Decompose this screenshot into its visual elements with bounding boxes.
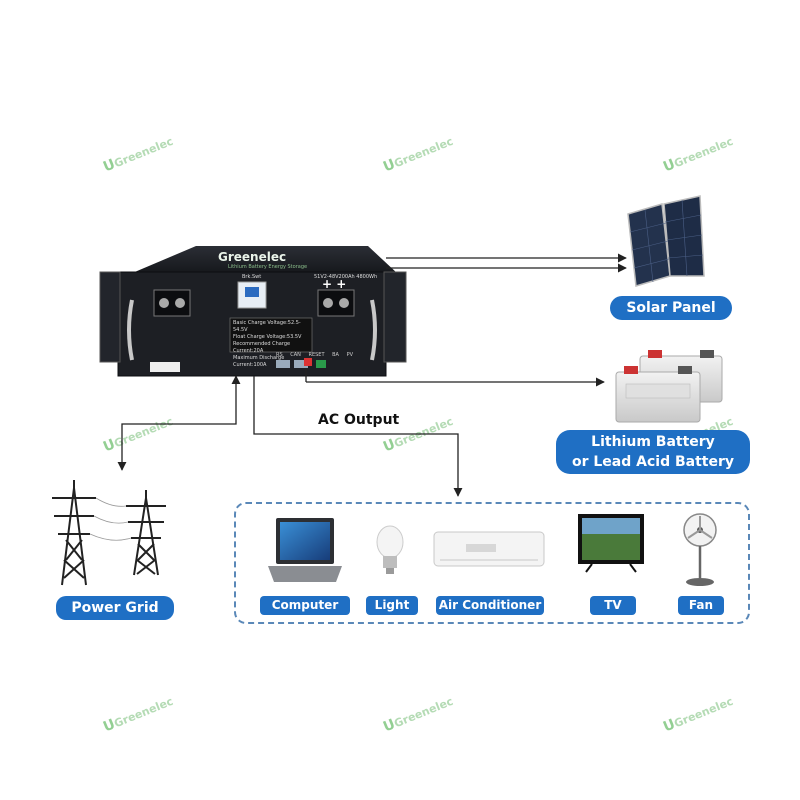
svg-text:+ +: + + bbox=[322, 277, 346, 291]
line-to-grid bbox=[117, 375, 241, 471]
device-top bbox=[130, 246, 398, 274]
switch-label: Brk.Swt bbox=[242, 274, 262, 280]
power-tower-icon bbox=[52, 480, 96, 586]
port-label: BA bbox=[332, 352, 339, 358]
handle-right bbox=[370, 299, 377, 361]
mounting-ear-right bbox=[383, 271, 407, 363]
ac-output-appliances bbox=[234, 502, 750, 624]
solar-panel-label: Solar Panel bbox=[610, 296, 732, 320]
port-ba bbox=[316, 360, 326, 368]
air-conditioner-icon bbox=[433, 531, 545, 567]
mounting-ear-left bbox=[99, 271, 121, 363]
power-grid-label: Power Grid bbox=[56, 596, 174, 620]
appliance-label-air-conditioner: Air Conditioner bbox=[436, 596, 544, 615]
spec-header: 51V2-48V200Ah 4800Wh bbox=[314, 274, 378, 280]
appliance-label-tv: TV bbox=[590, 596, 636, 615]
lead-acid-battery-image bbox=[615, 350, 723, 423]
port-label: CAN bbox=[290, 352, 301, 358]
fan-icon bbox=[683, 513, 717, 586]
serial-sticker bbox=[150, 362, 180, 372]
device-brand: Greenelec bbox=[218, 250, 287, 264]
spec-line: Float Charge Voltage:53.5V bbox=[233, 334, 302, 340]
laptop-icon bbox=[268, 518, 342, 582]
appliance-label-light: Light bbox=[366, 596, 418, 615]
port-labels: RS CAN RESET BA PV bbox=[276, 352, 353, 358]
reset-button bbox=[304, 358, 312, 366]
device-tagline: Lithium Battery Energy Storage bbox=[228, 264, 308, 270]
port-can bbox=[294, 360, 308, 368]
port-label: RESET bbox=[308, 352, 325, 358]
spec-line: Maximum Discharge Current:100A bbox=[233, 355, 285, 368]
solar-panel-image bbox=[627, 195, 705, 287]
spec-line: Basic Charge Voltage:52.5-54.5V bbox=[233, 320, 301, 333]
energy-storage-unit: + + bbox=[99, 246, 407, 377]
power-cables bbox=[89, 497, 132, 541]
spec-plate bbox=[229, 317, 313, 353]
port-rs bbox=[276, 360, 290, 368]
port-label: PV bbox=[346, 352, 354, 358]
spec-line: Recommended Charge Current:20A bbox=[233, 341, 291, 354]
spec-lines: Basic Charge Voltage:52.5-54.5V Float Ch… bbox=[233, 320, 311, 369]
handle-left bbox=[127, 299, 134, 361]
appliance-label-computer: Computer bbox=[260, 596, 350, 615]
light-bulb-icon bbox=[376, 525, 404, 574]
battery-label-line1: Lithium Battery bbox=[591, 434, 715, 450]
tv-icon bbox=[578, 514, 644, 573]
breaker-switch bbox=[237, 281, 267, 309]
battery-label-line2: or Lead Acid Battery bbox=[571, 454, 734, 470]
power-tower-icon bbox=[126, 490, 166, 576]
ac-output-label: AC Output bbox=[318, 412, 400, 428]
battery-label: Lithium Battery or Lead Acid Battery bbox=[556, 430, 750, 474]
appliance-label-fan: Fan bbox=[678, 596, 724, 615]
line-ac-output bbox=[253, 376, 463, 497]
port-label: RS bbox=[276, 352, 283, 358]
